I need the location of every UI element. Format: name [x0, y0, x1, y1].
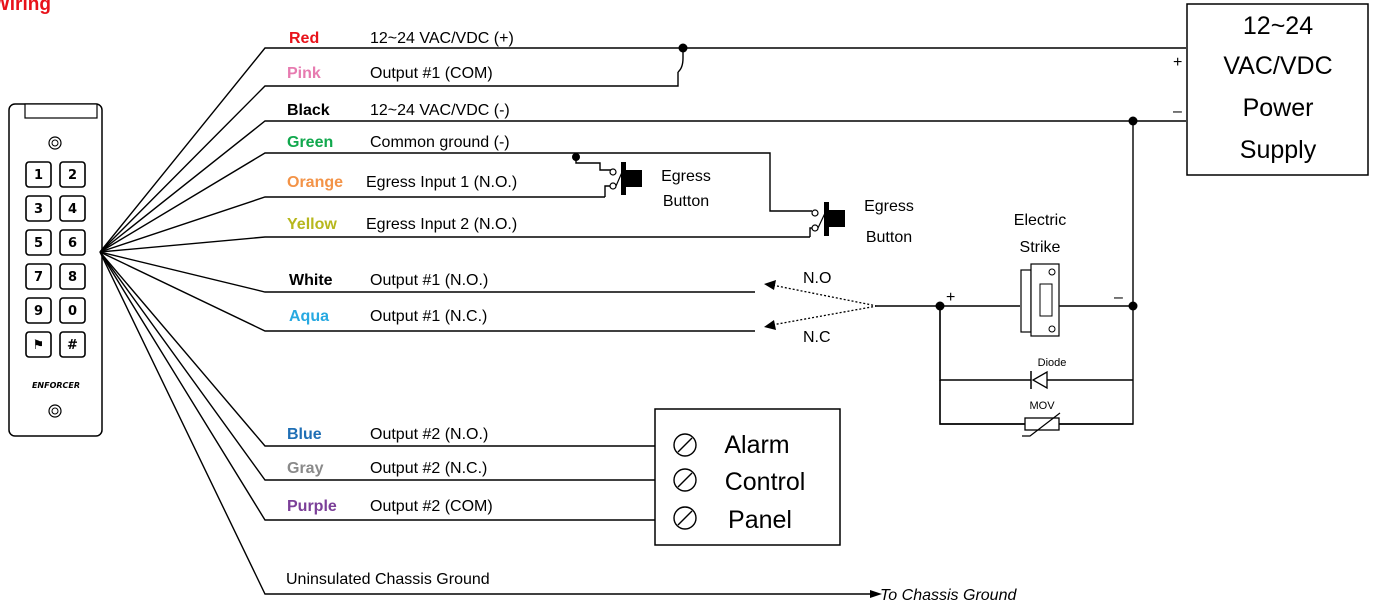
wire-description: 12~24 VAC/VDC (-)	[370, 102, 510, 119]
wire-color-name: Blue	[287, 426, 322, 443]
power-positive-wiring	[677, 43, 1186, 73]
keypad-key	[25, 161, 52, 188]
power-supply: 12~24 VAC/VDC Power Supply + –	[1173, 3, 1369, 176]
power-plus-sign: +	[1173, 54, 1182, 71]
keypad-key	[59, 297, 86, 324]
power-supply-line: Power	[1243, 94, 1314, 122]
keypad-bottom-screw-icon	[48, 404, 62, 418]
egress-2-label: Egress	[864, 198, 914, 215]
wire-fan	[99, 47, 1186, 595]
keypad-key	[25, 297, 52, 324]
wire-color-name: Purple	[287, 498, 337, 515]
keypad-key-label: 3	[34, 202, 43, 217]
relay-nc-label: N.C	[803, 329, 831, 346]
wire-color-name: Red	[289, 30, 319, 47]
relay-no-label: N.O	[803, 270, 831, 287]
egress-1-label: Egress	[661, 168, 711, 185]
power-supply-line: VAC/VDC	[1223, 52, 1332, 80]
keypad-key	[59, 229, 86, 256]
wire-labels: Red 12~24 VAC/VDC (+) Pink Output #1 (COM) B…	[287, 30, 517, 515]
keypad-key	[59, 263, 86, 290]
wire-color-name: Orange	[287, 174, 343, 191]
wire-description: 12~24 VAC/VDC (+)	[370, 30, 514, 47]
keypad-key	[25, 331, 52, 358]
diagram-heading: Wiring	[0, 0, 51, 15]
wire-color-name: Yellow	[287, 216, 337, 233]
egress-2-label: Button	[866, 229, 912, 246]
chassis-ground-label: Uninsulated Chassis Ground	[286, 571, 490, 588]
power-supply-line: Supply	[1240, 136, 1317, 164]
keypad-key-label: 6	[68, 236, 77, 251]
alarm-control-panel: Alarm Control Panel	[654, 408, 841, 546]
alarm-panel-label: Control	[725, 468, 806, 496]
keypad-key-label: 1	[34, 168, 43, 183]
alarm-panel-label: Panel	[728, 506, 792, 534]
wire-description: Output #1 (N.O.)	[370, 272, 488, 289]
keypad-key-label: 0	[68, 304, 77, 319]
keypad-key	[25, 263, 52, 290]
wire-description: Egress Input 2 (N.O.)	[366, 216, 517, 233]
keypad-key	[25, 229, 52, 256]
egress-1-label: Button	[663, 193, 709, 210]
keypad-key	[59, 331, 86, 358]
relay-output-1: N.O N.C	[764, 270, 945, 346]
keypad-keys: 1 2 3 4 5 6 7 8 9 0 ⚑ #	[25, 161, 86, 358]
wire-color-name: Pink	[287, 65, 321, 82]
terminal-screw-icon	[673, 506, 697, 530]
keypad-key	[25, 195, 52, 222]
chassis-ground-target: To Chassis Ground	[880, 587, 1017, 604]
keypad-key-label: 5	[34, 236, 43, 251]
keypad-key-label: 7	[34, 270, 43, 285]
keypad-key-label: 4	[68, 202, 77, 217]
chassis-ground: Uninsulated Chassis Ground To Chassis Gr…	[286, 571, 1017, 604]
egress-button-1: Egress Button	[572, 153, 711, 210]
power-supply-line: 12~24	[1243, 12, 1313, 40]
diode-label: Diode	[1038, 357, 1067, 369]
terminal-screw-icon	[673, 468, 697, 492]
keypad-top-slot	[24, 103, 98, 119]
keypad-key	[59, 195, 86, 222]
keypad-key-label: 2	[68, 168, 77, 183]
egress-button-2: Egress Button	[576, 152, 914, 246]
strike-plus-sign: +	[946, 289, 955, 306]
keypad-key-label: ⚑	[33, 338, 45, 353]
wire-description: Output #1 (COM)	[370, 65, 493, 82]
keypad-brand: ENFORCER	[32, 381, 80, 390]
power-minus-sign: –	[1173, 103, 1182, 120]
strike-label: Strike	[1020, 239, 1061, 256]
wire-description: Output #1 (N.C.)	[370, 308, 487, 325]
wire-color-name: Aqua	[289, 308, 329, 325]
mov-label: MOV	[1029, 400, 1055, 412]
terminal-screw-icon	[673, 433, 697, 457]
wire-description: Output #2 (N.O.)	[370, 426, 488, 443]
strike-minus-sign: –	[1114, 289, 1123, 306]
strike-label: Electric	[1014, 212, 1066, 229]
wire-description: Common ground (-)	[370, 134, 510, 151]
wire-description: Output #2 (COM)	[370, 498, 493, 515]
keypad-key-label: 9	[34, 304, 43, 319]
wire-color-name: Black	[287, 102, 330, 119]
wire-color-name: White	[289, 272, 333, 289]
wire-description: Egress Input 1 (N.O.)	[366, 174, 517, 191]
keypad-key-label: #	[67, 338, 78, 353]
wire-color-name: Gray	[287, 460, 324, 477]
alarm-panel-label: Alarm	[724, 431, 789, 459]
keypad-key-label: 8	[68, 270, 77, 285]
keypad: 1 2 3 4 5 6 7 8 9 0 ⚑ # ENFORCER	[8, 103, 103, 437]
keypad-top-screw-icon	[48, 136, 62, 150]
keypad-key	[59, 161, 86, 188]
wire-color-name: Green	[287, 134, 333, 151]
mov: MOV	[939, 380, 1133, 437]
junction-dot	[678, 43, 688, 53]
wire-description: Output #2 (N.C.)	[370, 460, 487, 477]
electric-strike: Electric Strike + –	[940, 212, 1123, 337]
